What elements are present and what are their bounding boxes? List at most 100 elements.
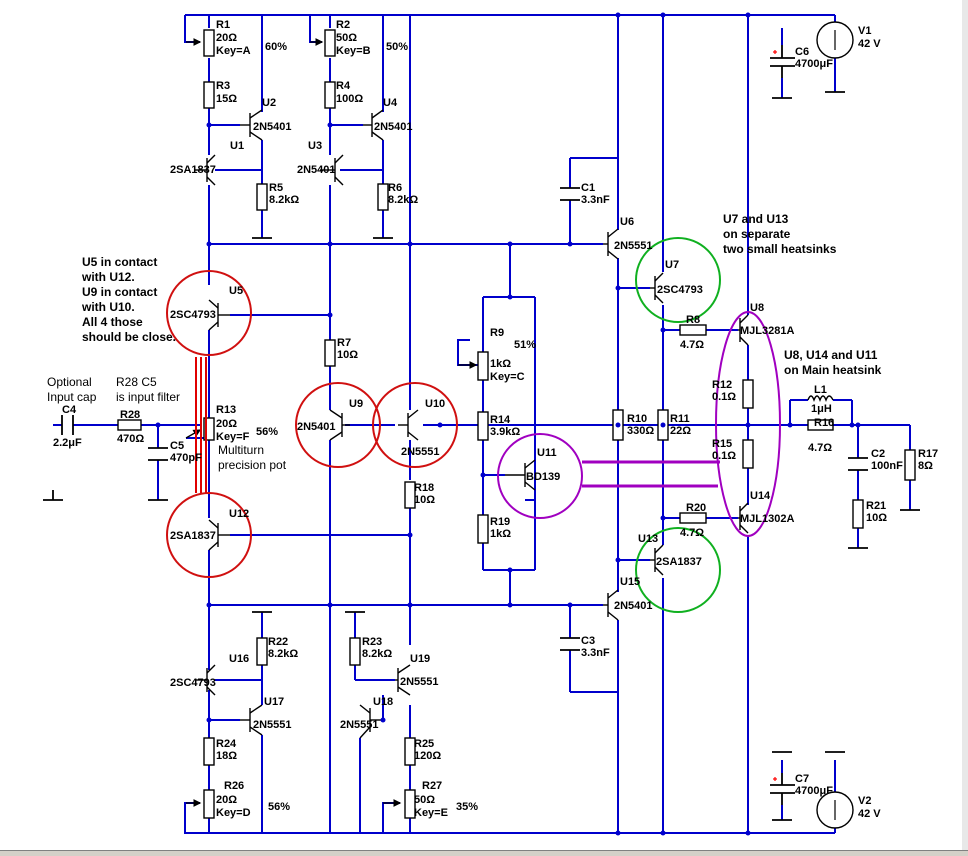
r10-value: 330Ω — [627, 425, 655, 437]
u1-part: 2SA1837 — [170, 164, 216, 176]
u18-transistor — [359, 704, 383, 739]
r24-value: 18Ω — [216, 750, 238, 762]
r21-value: 10Ω — [866, 512, 888, 524]
c6-value: 4700μF — [795, 58, 833, 70]
r7-name: R7 — [337, 337, 352, 349]
u7-highlight-circle — [635, 237, 721, 323]
l1-name: L1 — [814, 384, 827, 396]
r11-name: R11 — [670, 413, 690, 425]
r2-percent: 50% — [386, 41, 409, 53]
u3-transistor — [320, 154, 344, 186]
r17-resistor — [904, 449, 916, 481]
u10-highlight-circle — [372, 382, 458, 468]
r9-percent: 51% — [514, 339, 537, 351]
r1-resistor — [203, 29, 215, 57]
u1-name: U1 — [230, 140, 245, 152]
r6-value: 8.2kΩ — [388, 194, 419, 206]
r13-percent: 56% — [256, 426, 279, 438]
r6-resistor — [377, 183, 389, 211]
r16-name: R16 — [814, 417, 835, 429]
r16-value: 4.7Ω — [808, 442, 833, 454]
r27-value: 50Ω — [414, 794, 436, 806]
u7-name: U7 — [665, 259, 680, 271]
u6-part: 2N5551 — [614, 240, 653, 252]
r27-name: R27 — [422, 780, 443, 792]
u15-name: U15 — [620, 576, 641, 588]
u8-transistor — [738, 314, 749, 346]
r22-value: 8.2kΩ — [268, 648, 299, 660]
u9-transistor — [329, 409, 350, 441]
r2-key: Key=B — [336, 45, 371, 57]
u3-name: U3 — [308, 140, 323, 152]
r27-key: Key=E — [414, 807, 448, 819]
r12-name: R12 — [712, 379, 733, 391]
u15-part: 2N5401 — [614, 600, 653, 612]
u3-part: 2N5401 — [297, 164, 336, 176]
r14-value: 3.9kΩ — [490, 426, 521, 438]
u13-transistor — [650, 544, 664, 576]
r13-key: Key=F — [216, 431, 250, 443]
u16-transistor — [195, 664, 216, 696]
r1-value: 20Ω — [216, 32, 238, 44]
r28-name: R28 — [120, 409, 141, 421]
r7-resistor — [324, 339, 336, 367]
c3-capacitor — [560, 637, 580, 651]
u4-transistor — [363, 109, 384, 141]
vertical-scrollbar[interactable] — [962, 0, 968, 850]
thermal-link-red — [195, 357, 207, 493]
u12-highlight-circle — [166, 492, 252, 578]
c2-capacitor — [848, 457, 868, 471]
u11-name: U11 — [537, 447, 557, 459]
u10-transistor — [398, 409, 419, 441]
u14-transistor — [738, 502, 749, 534]
r6-name: R6 — [388, 182, 403, 194]
c1-capacitor — [560, 187, 580, 201]
c3-value: 3.3nF — [581, 647, 610, 659]
r5-name: R5 — [269, 182, 284, 194]
r3-name: R3 — [216, 80, 231, 92]
r8-value: 4.7Ω — [680, 339, 705, 351]
u6-name: U6 — [620, 216, 635, 228]
r5-value: 8.2kΩ — [269, 194, 300, 206]
u11-highlight-circle — [497, 433, 583, 519]
v1-name: V1 — [858, 25, 872, 37]
c7-capacitor — [770, 773, 795, 805]
c1-value: 3.3nF — [581, 194, 610, 206]
r21-name: R21 — [866, 500, 887, 512]
c5-capacitor — [148, 447, 168, 461]
u13-part: 2SA1837 — [656, 556, 702, 568]
c5-value: 470pF — [170, 452, 202, 464]
r15-resistor — [742, 439, 754, 469]
r4-value: 100Ω — [336, 93, 364, 105]
status-bar — [0, 850, 968, 856]
r17-name: R17 — [918, 448, 939, 460]
u2-name: U2 — [262, 97, 277, 109]
u18-name: U18 — [373, 696, 394, 708]
r27-resistor — [404, 789, 416, 819]
thermal-link-purple — [582, 460, 720, 488]
r26-resistor — [203, 789, 215, 819]
u17-transistor — [240, 704, 263, 736]
l1-value: 1μH — [811, 403, 832, 415]
r9-value: 1kΩ — [490, 358, 512, 370]
r25-value: 120Ω — [414, 750, 442, 762]
u10-part: 2N5551 — [401, 446, 440, 458]
u7-part: 2SC4793 — [657, 284, 703, 296]
r2-resistor — [324, 29, 336, 57]
u16-name: U16 — [229, 653, 250, 665]
r16-resistor — [807, 419, 834, 431]
r13-resistor — [203, 417, 215, 441]
u5-transistor — [208, 299, 230, 331]
c4-name: C4 — [62, 404, 77, 416]
u5-highlight-circle — [166, 270, 252, 356]
c7-name: C7 — [795, 773, 810, 785]
r28-value: 470Ω — [117, 433, 145, 445]
r1-key: Key=A — [216, 45, 251, 57]
r18-value: 10Ω — [414, 494, 436, 506]
r12-value: 0.1Ω — [712, 391, 737, 403]
u19-name: U19 — [410, 653, 431, 665]
